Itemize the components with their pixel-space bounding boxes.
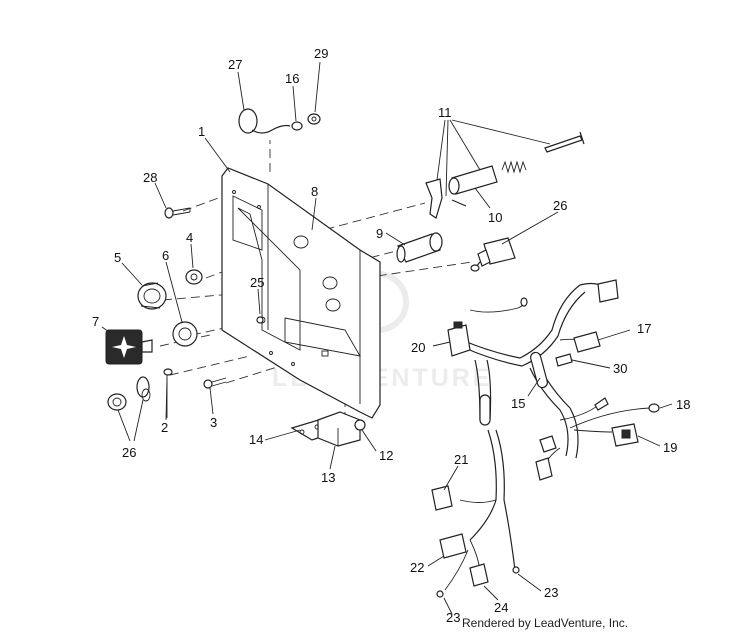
- harness-sleeve-upper: [530, 351, 548, 389]
- leader-lines: [101, 61, 673, 615]
- callout-1: 1: [198, 124, 205, 139]
- part-4-washer: [185, 269, 203, 285]
- part-11-spring: [501, 160, 527, 174]
- callout-27: 27: [228, 57, 242, 72]
- callout-25: 25: [250, 275, 264, 290]
- part-17-connector: [573, 331, 601, 353]
- part-11-clip: [425, 178, 467, 219]
- part-30-terminal: [555, 353, 573, 367]
- callout-13: 13: [321, 470, 335, 485]
- callout-21: 21: [454, 452, 468, 467]
- callout-26-left: 26: [122, 445, 136, 460]
- callout-17: 17: [637, 321, 651, 336]
- part-22-connector: [439, 533, 467, 559]
- part-2-screw: [163, 368, 173, 418]
- part-27-spring-clip: [238, 108, 291, 134]
- callout-19: 19: [663, 440, 677, 455]
- callout-11: 11: [438, 105, 452, 120]
- part-19-connector: [611, 423, 639, 447]
- callout-15: 15: [511, 396, 525, 411]
- part-11-pin: [544, 131, 585, 153]
- part-17-connector-upper: [597, 279, 619, 303]
- callout-23-right: 23: [544, 585, 558, 600]
- harness-sleeve-lower: [479, 394, 491, 426]
- part-3-screw: [203, 377, 227, 389]
- part-28-screw: [164, 207, 191, 219]
- callout-28: 28: [143, 170, 157, 185]
- part-20-connector: [447, 321, 471, 357]
- callout-labels: 1 27 16 29 11 28 8 10 26 9 4 5 6 25 7 20…: [92, 46, 690, 625]
- callout-2: 2: [161, 420, 168, 435]
- callout-24: 24: [494, 600, 508, 615]
- part-1-panel: [221, 167, 381, 419]
- callout-8: 8: [311, 184, 318, 199]
- part-18-ring-terminal: [648, 403, 660, 413]
- part-9-switch: [396, 232, 443, 263]
- part-26-toggle-switch: [470, 237, 516, 272]
- part-10-switch-body: [448, 165, 498, 195]
- callout-6: 6: [162, 248, 169, 263]
- credit-text: Rendered by LeadVenture, Inc.: [462, 616, 629, 630]
- callout-22: 22: [410, 560, 424, 575]
- callout-14: 14: [249, 432, 263, 447]
- part-7-indicator-light: [105, 329, 153, 365]
- part-29-nut: [307, 113, 321, 125]
- part-5-knurled-nut: [137, 282, 167, 310]
- part-16-washer: [291, 121, 303, 131]
- part-13-bracket: [317, 411, 361, 447]
- part-21-connector: [431, 485, 453, 511]
- part-12-nut: [354, 419, 366, 431]
- callout-4: 4: [186, 230, 193, 245]
- callout-26-right: 26: [553, 198, 567, 213]
- callout-12: 12: [379, 448, 393, 463]
- callout-9: 9: [376, 226, 383, 241]
- callout-3: 3: [210, 415, 217, 430]
- callout-16: 16: [285, 71, 299, 86]
- callout-10: 10: [488, 210, 502, 225]
- callout-30: 30: [613, 361, 627, 376]
- callout-18: 18: [676, 397, 690, 412]
- callout-29: 29: [314, 46, 328, 61]
- harness-misc-connectors: [436, 297, 609, 598]
- part-25-screw: [256, 316, 264, 324]
- part-26-nut-washer: [107, 376, 151, 411]
- part-24-connector: [469, 563, 489, 587]
- callout-20: 20: [411, 340, 425, 355]
- callout-23-left: 23: [446, 610, 460, 625]
- callout-7: 7: [92, 314, 99, 329]
- callout-5: 5: [114, 250, 121, 265]
- part-6-knurled-nut: [172, 321, 198, 347]
